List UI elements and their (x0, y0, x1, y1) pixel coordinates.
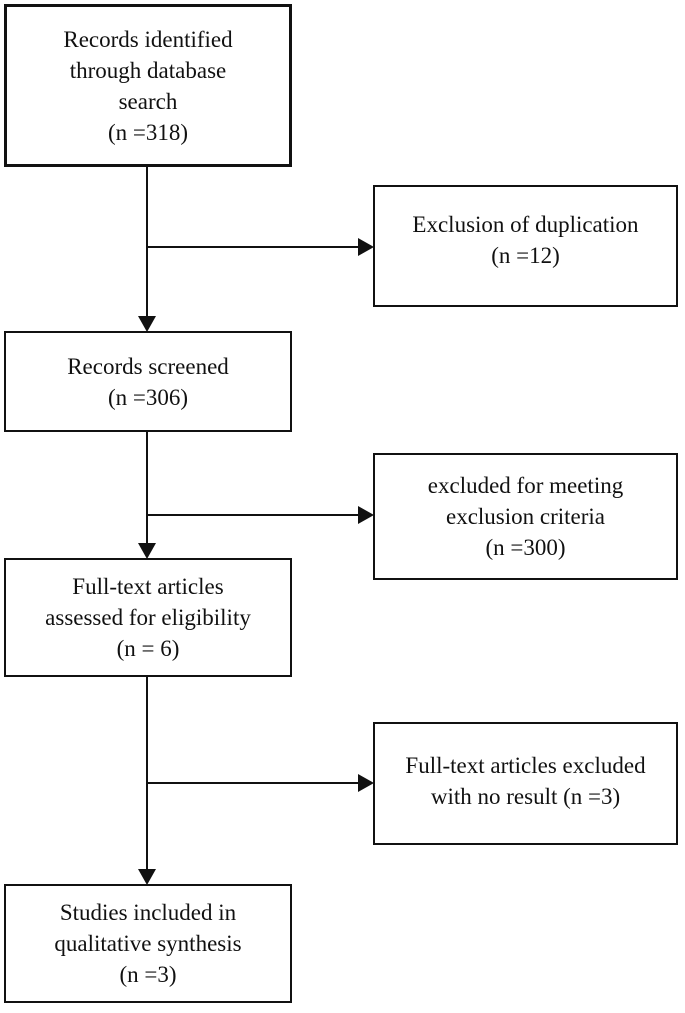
arrow-identified-to-screened (138, 166, 156, 332)
arrow-screened-to-fulltext (138, 432, 156, 559)
box-records-identified: Records identified through database sear… (4, 4, 292, 167)
arrow-to-duplication-excluded (146, 238, 374, 256)
box-fulltext-excluded: Full-text articles excluded with no resu… (373, 722, 678, 845)
box-fulltext-assessed-text: Full-text articles assessed for eligibil… (45, 574, 251, 661)
arrow-to-fulltext-excluded (146, 774, 374, 792)
box-studies-included: Studies included in qualitative synthesi… (4, 884, 292, 1003)
box-fulltext-assessed: Full-text articles assessed for eligibil… (4, 558, 292, 677)
box-studies-included-text: Studies included in qualitative synthesi… (54, 900, 242, 987)
box-records-screened: Records screened (n =306) (4, 331, 292, 432)
box-duplication-excluded: Exclusion of duplication (n =12) (373, 185, 678, 307)
arrow-fulltext-to-included (138, 677, 156, 885)
box-criteria-excluded: excluded for meeting exclusion criteria … (373, 453, 678, 580)
box-records-identified-text: Records identified through database sear… (63, 26, 233, 145)
box-fulltext-excluded-text: Full-text articles excluded with no resu… (405, 753, 646, 809)
box-records-screened-text: Records screened (n =306) (67, 353, 229, 410)
box-duplication-excluded-text: Exclusion of duplication (n =12) (412, 212, 639, 268)
arrow-to-criteria-excluded (146, 506, 374, 524)
box-criteria-excluded-text: excluded for meeting exclusion criteria … (427, 473, 624, 560)
